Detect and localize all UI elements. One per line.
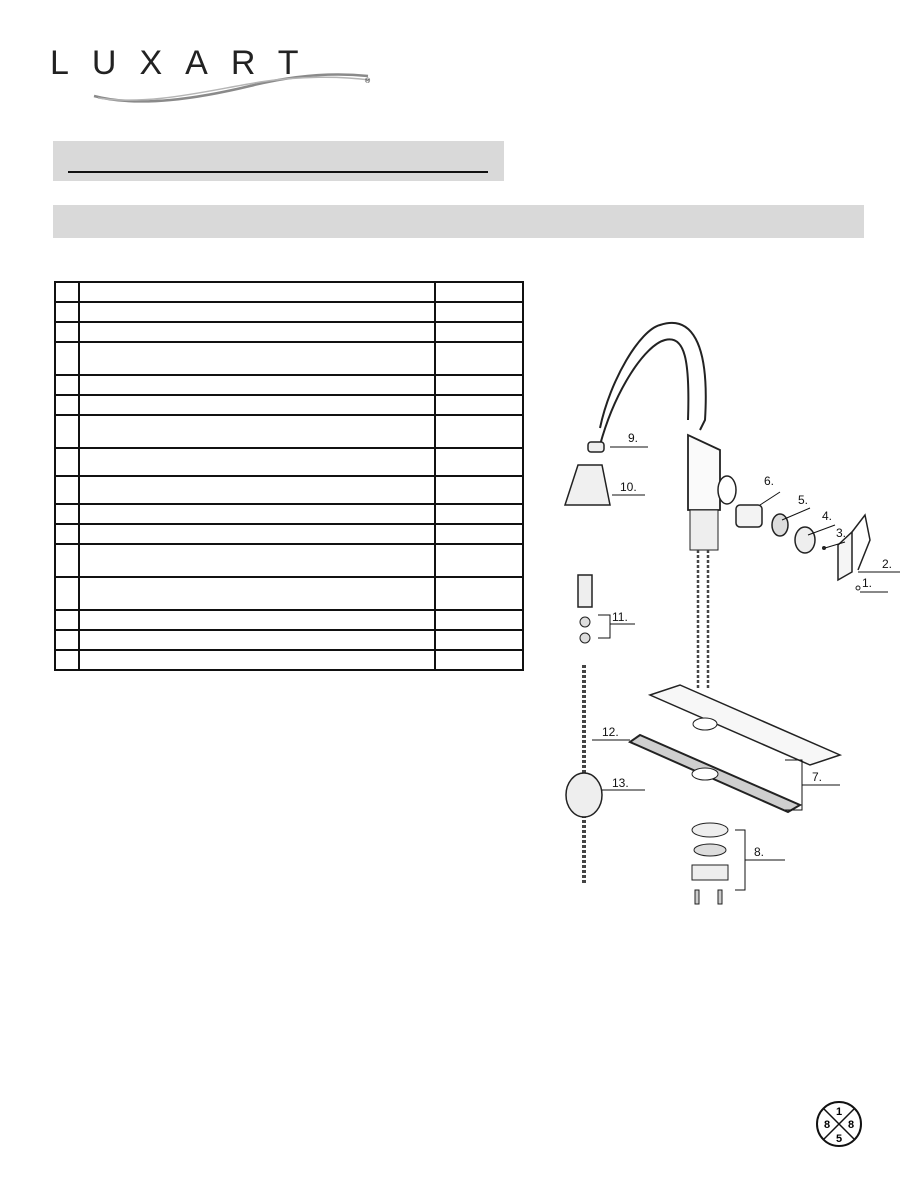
parts-table-cell <box>434 475 524 505</box>
parts-table-cell <box>54 414 80 449</box>
exploded-faucet-diagram: 1. 2. 3. 4. 5. 6. 7. 8. 9. 10. 11. 12. 13. <box>563 322 900 905</box>
parts-table-cell <box>434 523 524 545</box>
parts-table-cell <box>434 281 524 303</box>
diagram-callout-8: 8. <box>754 845 764 859</box>
parts-table-cell <box>54 447 80 477</box>
parts-table-row <box>54 543 524 578</box>
parts-table-row <box>54 523 524 545</box>
parts-table-cell <box>434 301 524 323</box>
badge-top: 1 <box>836 1106 842 1118</box>
parts-table-row <box>54 414 524 449</box>
parts-table-cell <box>434 374 524 396</box>
parts-table-cell <box>54 281 80 303</box>
parts-table-cell <box>434 629 524 651</box>
title-bar <box>53 141 504 181</box>
diagram-callout-5: 5. <box>798 493 808 507</box>
parts-table-cell <box>54 475 80 505</box>
diagram-callout-11: 11. <box>612 610 628 624</box>
diagram-callout-13: 13. <box>612 776 629 790</box>
brand-logo: LUXART <box>50 46 380 106</box>
parts-table-cell <box>54 543 80 578</box>
parts-table-cell <box>78 503 436 525</box>
parts-table <box>54 281 524 671</box>
parts-table-row <box>54 374 524 396</box>
parts-table-cell <box>434 414 524 449</box>
parts-table-row <box>54 394 524 416</box>
parts-table-cell <box>78 475 436 505</box>
parts-table-cell <box>54 609 80 631</box>
spec-badge-icon: 1 8 8 5 <box>816 1101 862 1147</box>
diagram-callout-10: 10. <box>620 480 637 494</box>
parts-table-cell <box>54 321 80 343</box>
diagram-callout-3: 3. <box>836 526 846 540</box>
parts-table-cell <box>78 321 436 343</box>
parts-table-cell <box>78 341 436 376</box>
parts-table-cell <box>78 374 436 396</box>
parts-table-row <box>54 341 524 376</box>
diagram-callout-9: 9. <box>628 431 638 445</box>
parts-table-cell <box>78 301 436 323</box>
parts-table-cell <box>54 341 80 376</box>
registered-mark: ® <box>365 78 371 85</box>
section-bar <box>53 205 864 238</box>
parts-table-cell <box>434 543 524 578</box>
parts-table-cell <box>78 447 436 477</box>
parts-table-row <box>54 576 524 611</box>
parts-table-row <box>54 321 524 343</box>
diagram-callout-6: 6. <box>764 474 774 488</box>
parts-table-row <box>54 503 524 525</box>
parts-table-cell <box>434 341 524 376</box>
parts-table-cell <box>54 649 80 671</box>
brand-wordmark: LUXART <box>50 44 322 82</box>
parts-table-cell <box>78 394 436 416</box>
parts-table-cell <box>78 414 436 449</box>
parts-table-cell <box>54 301 80 323</box>
parts-table-cell <box>54 394 80 416</box>
parts-table-cell <box>78 543 436 578</box>
diagram-callout-12: 12. <box>602 725 619 739</box>
parts-table-cell <box>434 321 524 343</box>
badge-bottom: 5 <box>836 1133 842 1145</box>
parts-table-cell <box>434 394 524 416</box>
parts-table-cell <box>434 576 524 611</box>
parts-table-cell <box>78 523 436 545</box>
diagram-callout-7: 7. <box>812 770 822 784</box>
parts-table-cell <box>434 609 524 631</box>
parts-table-cell <box>54 374 80 396</box>
parts-table-cell <box>434 503 524 525</box>
badge-left: 8 <box>824 1119 830 1131</box>
parts-table-cell <box>434 649 524 671</box>
parts-table-cell <box>78 629 436 651</box>
parts-table-row <box>54 609 524 631</box>
parts-table-cell <box>78 576 436 611</box>
parts-table-row <box>54 281 524 303</box>
parts-table-row <box>54 301 524 323</box>
diagram-callout-1: 1. <box>862 576 872 590</box>
brand-swoosh-icon <box>93 73 371 103</box>
title-underline <box>68 171 488 173</box>
parts-table-cell <box>78 609 436 631</box>
parts-table-row <box>54 475 524 505</box>
diagram-callout-4: 4. <box>822 509 832 523</box>
diagram-callout-2: 2. <box>882 557 892 571</box>
badge-right: 8 <box>848 1119 854 1131</box>
parts-table-cell <box>434 447 524 477</box>
parts-table-row <box>54 447 524 477</box>
parts-table-cell <box>54 523 80 545</box>
parts-table-row <box>54 629 524 651</box>
parts-table-row <box>54 649 524 671</box>
parts-table-cell <box>78 281 436 303</box>
parts-table-cell <box>54 503 80 525</box>
parts-table-cell <box>54 629 80 651</box>
parts-table-cell <box>78 649 436 671</box>
parts-table-cell <box>54 576 80 611</box>
